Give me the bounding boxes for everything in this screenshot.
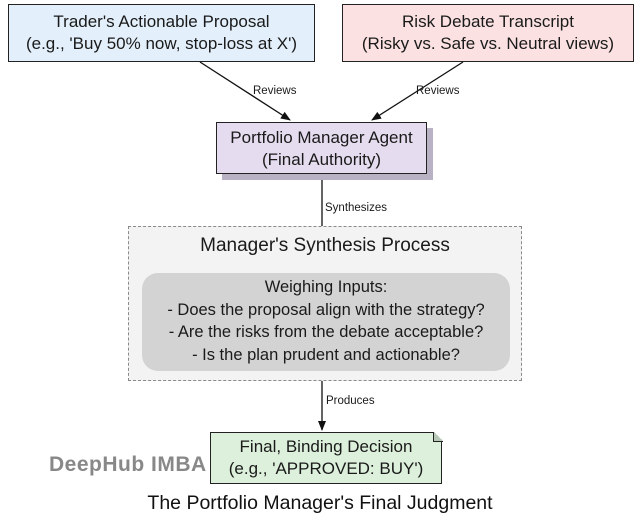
portfolio-manager-title: Portfolio Manager Agent — [230, 128, 413, 147]
edge-label-produces: Produces — [326, 395, 375, 407]
weighing-question-prudence: - Is the plan prudent and actionable? — [192, 345, 460, 364]
synthesis-process-title: Manager's Synthesis Process — [200, 235, 450, 256]
final-decision-node: Final, Binding Decision (e.g., 'APPROVED… — [210, 431, 443, 484]
portfolio-manager-role: (Final Authority) — [261, 150, 382, 169]
edge-risk-to-pm — [371, 61, 464, 121]
trader-proposal-title: Trader's Actionable Proposal — [53, 12, 270, 31]
risk-debate-title: Risk Debate Transcript — [402, 12, 574, 31]
weighing-question-risks: - Are the risks from the debate acceptab… — [168, 323, 484, 341]
trader-proposal-example: (e.g., 'Buy 50% now, stop-loss at X') — [25, 34, 298, 53]
edge-label-synthesizes: Synthesizes — [325, 202, 388, 214]
edge-label-reviews-right: Reviews — [416, 85, 460, 97]
final-decision-example: (e.g., 'APPROVED: BUY') — [228, 459, 424, 478]
final-decision-title: Final, Binding Decision — [239, 437, 413, 456]
risk-debate-views: (Risky vs. Safe vs. Neutral views) — [361, 34, 615, 53]
edge-trader-to-pm — [199, 61, 291, 121]
diagram-caption: The Portfolio Manager's Final Judgment — [147, 492, 493, 514]
risk-debate-node: Risk Debate Transcript (Risky vs. Safe v… — [342, 4, 634, 62]
watermark: DeepHub IMBA — [49, 453, 207, 476]
weighing-inputs-heading: Weighing Inputs: — [264, 278, 388, 296]
trader-proposal-node: Trader's Actionable Proposal (e.g., 'Buy… — [8, 4, 315, 62]
note-fold-corner — [432, 431, 443, 442]
weighing-question-strategy: - Does the proposal align with the strat… — [167, 300, 485, 319]
weighing-inputs-node: Weighing Inputs: - Does the proposal ali… — [142, 273, 510, 371]
edge-label-reviews-left: Reviews — [253, 85, 297, 97]
portfolio-manager-node: Portfolio Manager Agent (Final Authority… — [216, 122, 427, 174]
